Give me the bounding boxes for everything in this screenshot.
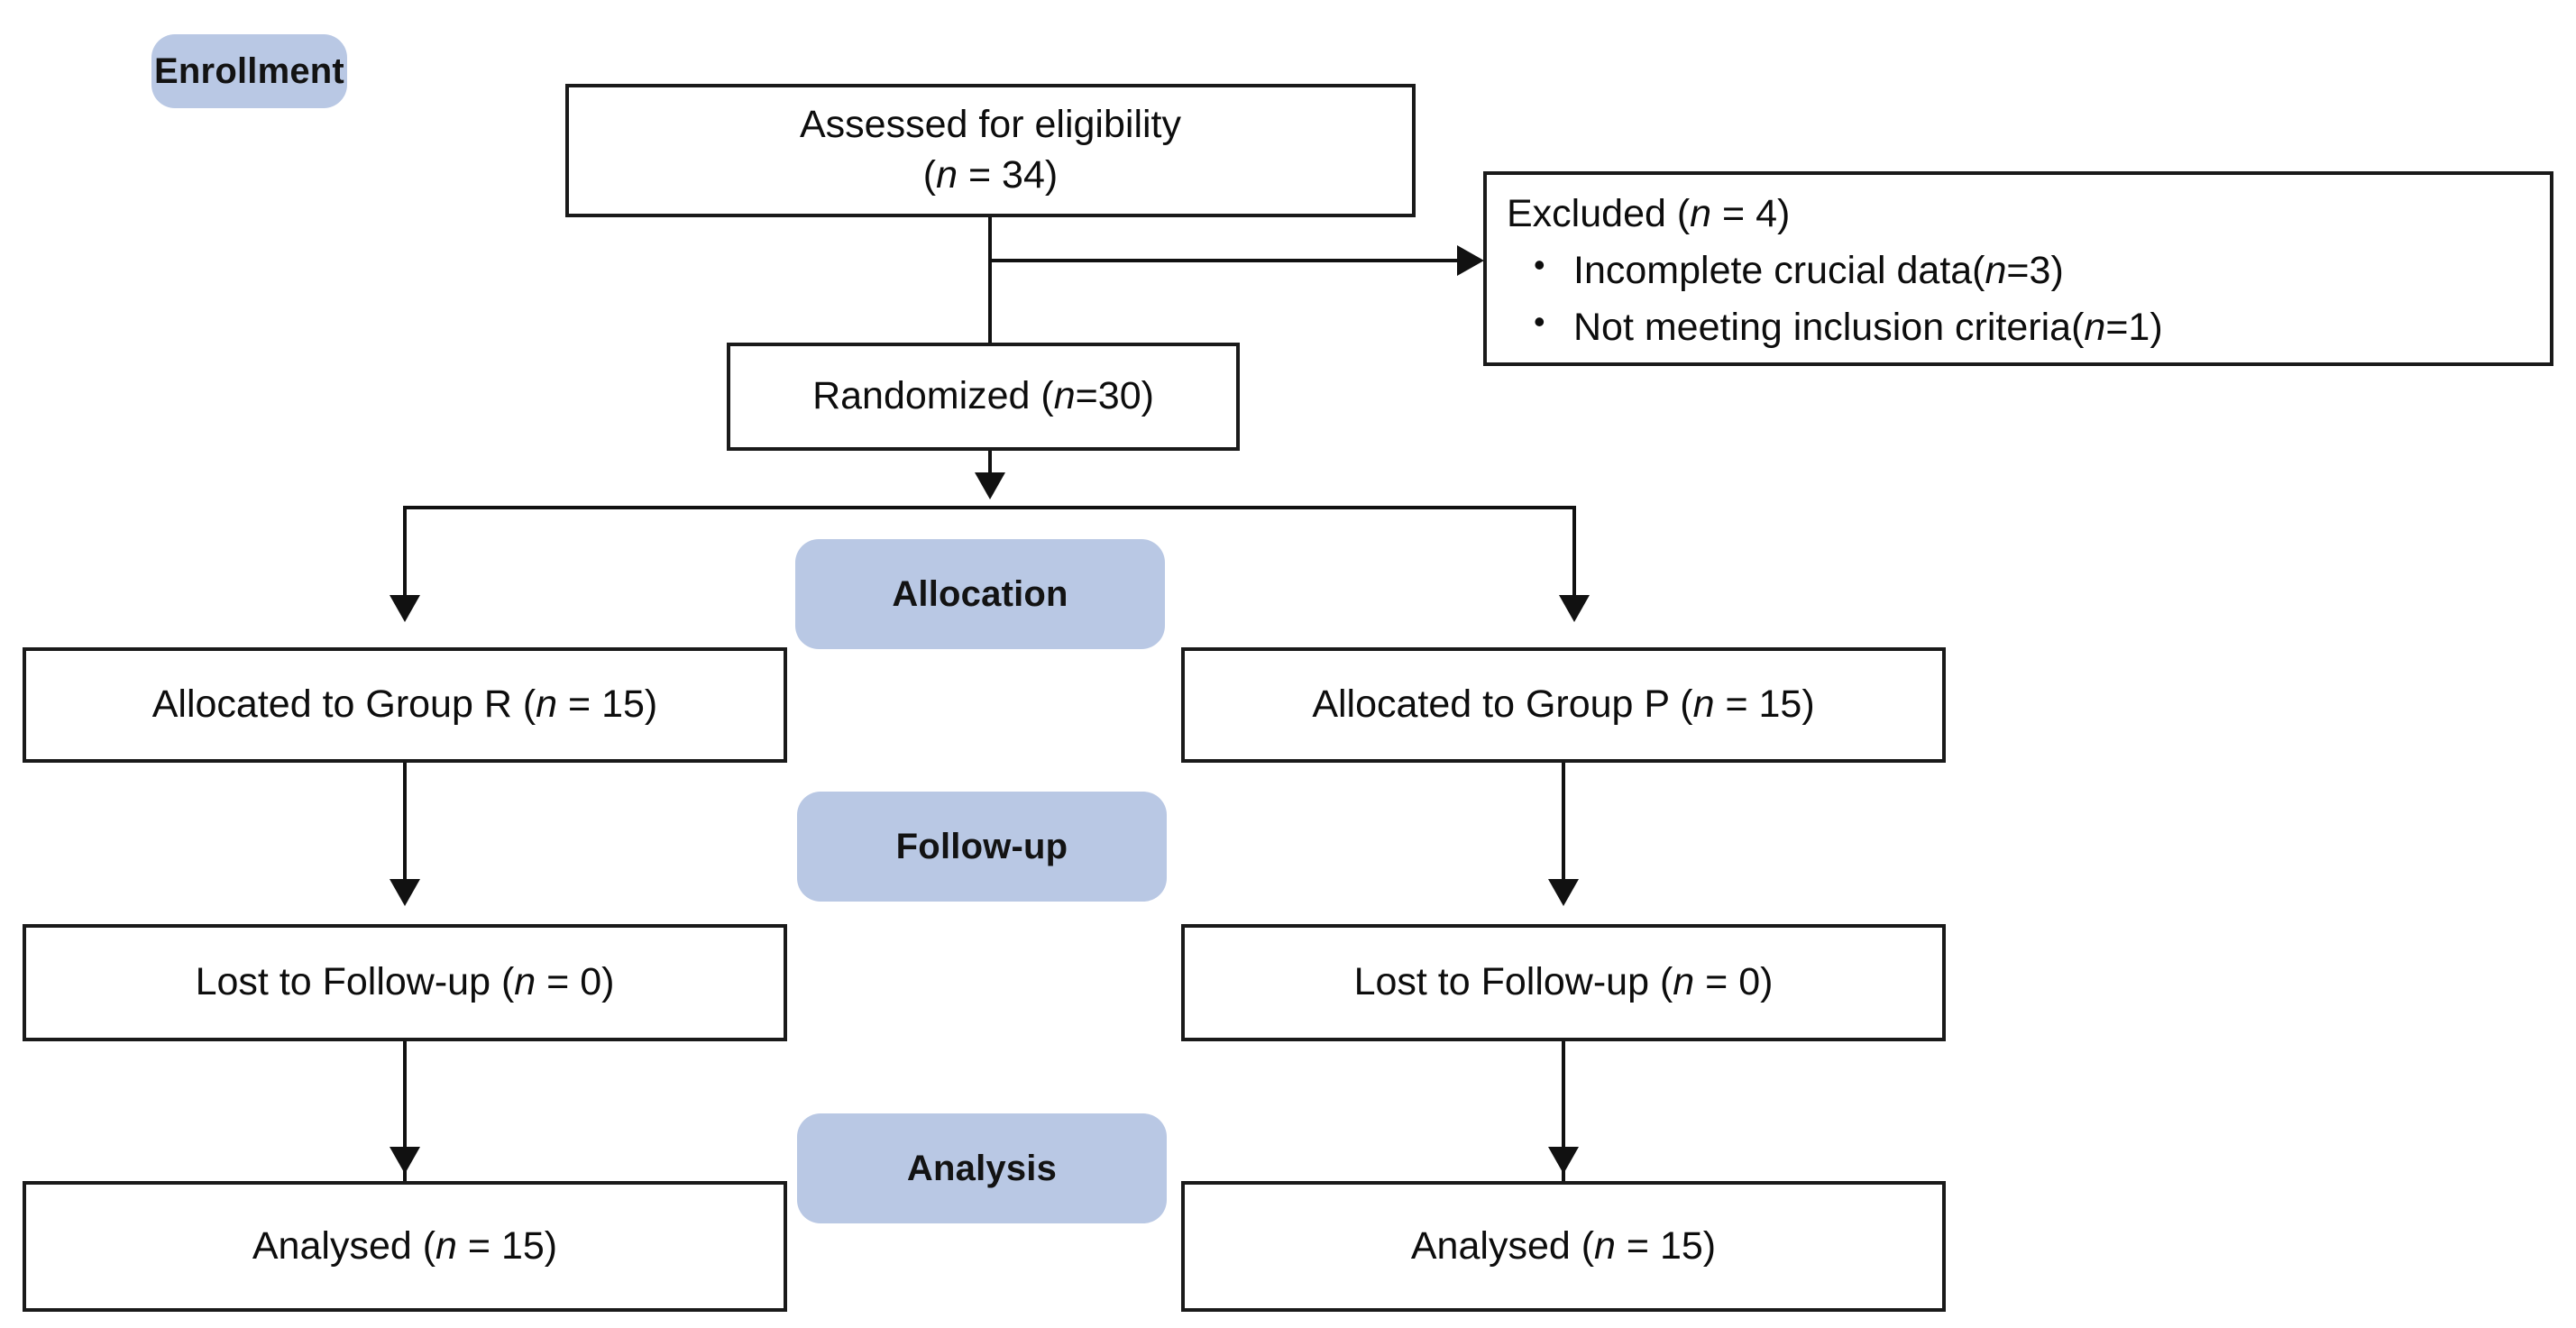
node-excluded: Excluded (n = 4) Incomplete crucial data… (1483, 171, 2553, 366)
node-assessed-text: Assessed for eligibility (n = 34) (787, 100, 1194, 201)
connector-split-right-line (1572, 506, 1576, 612)
connector-randomized-down-line (988, 451, 992, 490)
node-excluded-reason-0-pre: Incomplete crucial data( (1573, 248, 1985, 292)
node-randomized-n-symbol: n (1053, 374, 1076, 418)
stage-label-allocation-text: Allocation (892, 573, 1068, 614)
connector-lost-p-to-analysed-p-line (1562, 1041, 1565, 1184)
node-excluded-heading-pre: Excluded ( (1507, 192, 1691, 235)
node-analysed-group-r: Analysed (n = 15) (23, 1181, 787, 1312)
node-allocated-group-p: Allocated to Group P (n = 15) (1181, 647, 1946, 763)
node-excluded-reason-item: Incomplete crucial data(n=3) (1534, 243, 2550, 297)
stage-label-followup: Follow-up (797, 792, 1167, 902)
node-analysed-r-pre: Analysed ( (252, 1223, 436, 1268)
node-excluded-reason-0-post: =3) (2006, 248, 2064, 292)
node-randomized-text: Randomized (n=30) (800, 371, 1167, 422)
node-excluded-reason-1-post: =1) (2105, 305, 2163, 349)
node-excluded-reason-1-pre: Not meeting inclusion criteria( (1573, 305, 2085, 349)
connector-lost-p-to-analysed-p-arrowhead (1548, 1147, 1579, 1174)
node-randomized: Randomized (n=30) (727, 343, 1240, 451)
node-assessed-line2: (n = 34) (800, 151, 1181, 201)
node-lost-followup-group-p: Lost to Follow-up (n = 0) (1181, 924, 1946, 1041)
node-lost-r-n-symbol: n (514, 960, 536, 1004)
connector-lost-r-to-analysed-r-line (403, 1041, 407, 1184)
node-allocated-r-post: = 15) (557, 682, 658, 727)
connector-alloc-r-to-lost-r-arrowhead (390, 879, 420, 906)
connector-alloc-r-to-lost-r-line (403, 763, 407, 896)
node-analysed-r-n-symbol: n (435, 1223, 457, 1268)
stage-label-analysis: Analysis (797, 1113, 1167, 1223)
node-lost-followup-group-p-text: Lost to Follow-up (n = 0) (1342, 957, 1786, 1008)
node-allocated-group-r: Allocated to Group R (n = 15) (23, 647, 787, 763)
connector-split-left-arrowhead (390, 595, 420, 622)
node-assessed-for-eligibility: Assessed for eligibility (n = 34) (565, 84, 1416, 217)
node-lost-followup-group-r-text: Lost to Follow-up (n = 0) (183, 957, 628, 1008)
node-allocated-group-r-text: Allocated to Group R (n = 15) (140, 680, 671, 730)
node-allocated-p-post: = 15) (1714, 682, 1815, 727)
node-analysed-group-r-text: Analysed (n = 15) (240, 1222, 570, 1272)
node-randomized-post: =30) (1075, 374, 1154, 418)
connector-lost-r-to-analysed-r-arrowhead (390, 1147, 420, 1174)
node-excluded-heading-n-symbol: n (1690, 192, 1712, 235)
node-assessed-line1: Assessed for eligibility (799, 103, 1181, 147)
node-analysed-p-pre: Analysed ( (1410, 1223, 1595, 1268)
node-assessed-n-symbol: n (936, 153, 958, 197)
node-excluded-heading-post: = 4) (1711, 192, 1791, 235)
connector-alloc-p-to-lost-p-line (1562, 763, 1565, 896)
node-allocated-r-pre: Allocated to Group R ( (151, 682, 536, 727)
node-analysed-p-post: = 15) (1615, 1223, 1717, 1268)
node-excluded-reason-item: Not meeting inclusion criteria(n=1) (1534, 300, 2550, 353)
node-analysed-r-post: = 15) (456, 1223, 558, 1268)
node-analysed-p-n-symbol: n (1594, 1223, 1616, 1268)
node-allocated-p-pre: Allocated to Group P ( (1312, 682, 1693, 727)
node-lost-r-pre: Lost to Follow-up ( (195, 960, 515, 1004)
node-allocated-group-p-text: Allocated to Group P (n = 15) (1299, 680, 1827, 730)
node-excluded-content: Excluded (n = 4) Incomplete crucial data… (1487, 175, 2550, 358)
connector-allocation-split-bar (403, 506, 1576, 509)
node-analysed-group-p: Analysed (n = 15) (1181, 1181, 1946, 1312)
node-lost-r-post: = 0) (536, 960, 615, 1004)
connector-split-right-arrowhead (1559, 595, 1590, 622)
node-allocated-r-n-symbol: n (536, 682, 558, 727)
node-assessed-n-pre: ( (922, 153, 937, 197)
connector-alloc-p-to-lost-p-arrowhead (1548, 879, 1579, 906)
stage-label-analysis-text: Analysis (906, 1148, 1058, 1188)
node-lost-p-n-symbol: n (1673, 960, 1695, 1004)
node-lost-followup-group-r: Lost to Follow-up (n = 0) (23, 924, 787, 1041)
node-randomized-pre: Randomized ( (812, 374, 1054, 418)
node-excluded-reason-list: Incomplete crucial data(n=3) Not meeting… (1507, 243, 2550, 353)
stage-label-allocation: Allocation (795, 539, 1165, 649)
node-excluded-heading: Excluded (n = 4) (1507, 189, 2550, 240)
node-allocated-p-n-symbol: n (1692, 682, 1715, 727)
node-excluded-reason-0-n-symbol: n (1985, 248, 2007, 292)
node-excluded-reason-1-n-symbol: n (2084, 305, 2106, 349)
connector-to-excluded-arrowhead (1457, 245, 1484, 276)
node-assessed-n-post: = 34) (958, 153, 1059, 197)
connector-split-left-line (403, 506, 407, 612)
node-analysed-group-p-text: Analysed (n = 15) (1398, 1222, 1728, 1272)
connector-to-excluded-line (990, 259, 1461, 262)
node-lost-p-pre: Lost to Follow-up ( (1353, 960, 1673, 1004)
connector-randomized-down-arrowhead (975, 472, 1005, 499)
node-lost-p-post: = 0) (1694, 960, 1774, 1004)
stage-label-enrollment: Enrollment (151, 34, 347, 108)
stage-label-enrollment-text: Enrollment (154, 50, 344, 91)
connector-assessed-to-randomized (988, 217, 992, 343)
stage-label-followup-text: Follow-up (895, 826, 1068, 866)
